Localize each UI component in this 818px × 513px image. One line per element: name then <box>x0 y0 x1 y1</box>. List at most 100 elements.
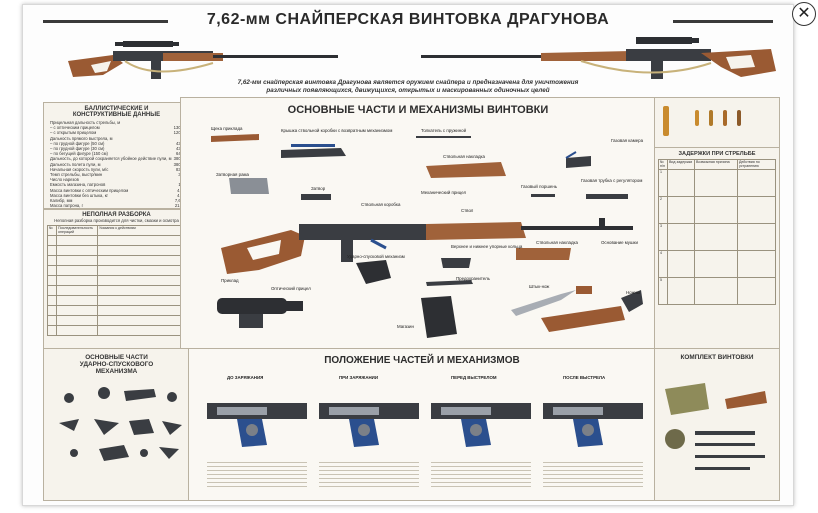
delays-row: 4 <box>658 250 776 278</box>
ballistics-row-value: 7,62 <box>174 198 183 204</box>
disassembly-row <box>47 235 186 247</box>
cartridge-icon <box>723 110 727 126</box>
rifle-illustration-right <box>421 37 776 79</box>
trigger-panel: ОСНОВНЫЕ ЧАСТИ УДАРНО-СПУСКОВОГО МЕХАНИЗ… <box>43 348 190 501</box>
trigger-title-1: ОСНОВНЫЕ ЧАСТИ <box>85 354 148 361</box>
ballistics-row-label: Емкость магазина, патронов <box>50 182 106 188</box>
ballistics-row-label: – с открытым прицелом <box>50 130 97 136</box>
position-state-label: ПОСЛЕ ВЫСТРЕЛА <box>563 375 606 380</box>
label-barrel-cover: Ствольная накладка <box>443 154 485 159</box>
ballistics-row: – по бегущей фигуре (150 см)640 <box>50 151 183 156</box>
delays-row: 5 <box>658 277 776 305</box>
delays-col-action: Действия по устранению <box>737 159 776 170</box>
close-icon[interactable]: ✕ <box>792 2 816 26</box>
disassembly-cell <box>56 245 98 257</box>
label-pusher-rod: Толкатель с пружиной <box>421 128 467 133</box>
ballistics-title: БАЛЛИСТИЧЕСКИЕ И КОНСТРУКТИВНЫЕ ДАННЫЕ <box>44 106 189 118</box>
ballistics-row-label: Масса винтовки без штыка, кг <box>50 192 109 198</box>
position-state-label: ДО ЗАРЯЖАНИЯ <box>227 375 264 380</box>
delays-row: 3 <box>658 223 776 251</box>
delays-cell: 5 <box>658 277 668 305</box>
disassembly-cell <box>47 305 57 317</box>
label-handguard: Ствольная накладка <box>536 240 578 245</box>
delays-cell <box>694 277 738 305</box>
disassembly-cell <box>97 305 186 317</box>
label-mechanical-sight: Механический прицел <box>421 190 467 195</box>
ballistics-row-value: 640 <box>176 151 183 156</box>
position-state-label: ПРИ ЗАРЯЖАНИИ <box>339 375 378 380</box>
disassembly-cell <box>56 235 98 247</box>
disassembly-subtitle: Неполная разборка производится для чистк… <box>54 218 179 223</box>
label-bolt-frame: Затворная рама <box>216 172 249 177</box>
ballistics-row-value: 21,8 <box>174 203 183 209</box>
disassembly-cell <box>56 295 98 307</box>
ballistics-rows: Прицельная дальность стрельбы, м– с опти… <box>50 120 183 219</box>
main-parts-panel: ОСНОВНЫЕ ЧАСТИ И МЕХАНИЗМЫ ВИНТОВКИ <box>180 97 656 350</box>
intro-text: 7,62-мм снайперская винтовка Драгунова я… <box>218 79 598 95</box>
disassembly-cell <box>47 255 57 267</box>
disassembly-col-notes: Указания к действиям <box>97 225 186 237</box>
disassembly-body <box>47 235 186 337</box>
ballistics-row-label: Дальность, до которой сохраняется убойно… <box>50 156 172 162</box>
disassembly-cell <box>97 265 186 277</box>
disassembly-cell <box>56 255 98 267</box>
ballistics-row-label: Прицельная дальность стрельбы, м <box>50 120 121 125</box>
delays-cell: 1 <box>658 169 668 197</box>
position-state-text <box>207 459 307 489</box>
disassembly-cell <box>47 235 57 247</box>
disassembly-cell <box>56 285 98 297</box>
delays-cell <box>667 277 695 305</box>
delays-cell <box>737 277 776 305</box>
disassembly-cell <box>56 275 98 287</box>
disassembly-col-num: № <box>47 225 57 237</box>
delays-cell <box>694 169 738 197</box>
position-state-text <box>543 459 643 489</box>
label-sheath: Ножны <box>626 290 641 295</box>
delays-cell <box>694 250 738 278</box>
ballistics-row-label: – по грудной фигуре (30 см) <box>50 146 105 152</box>
delays-row: 2 <box>658 196 776 224</box>
delays-cell <box>737 169 776 197</box>
delays-title: ЗАДЕРЖКИ ПРИ СТРЕЛЬБЕ <box>678 151 756 157</box>
label-gas-piston: Газовый поршень <box>521 184 558 189</box>
positions-title: ПОЛОЖЕНИЕ ЧАСТЕЙ И МЕХАНИЗМОВ <box>324 355 520 366</box>
title-rule-left <box>43 20 168 23</box>
disassembly-row <box>47 255 186 267</box>
ballistics-row-value: 3800 <box>173 161 183 167</box>
delays-cell <box>667 196 695 224</box>
position-state-text <box>319 459 419 489</box>
ballistics-row-label: Дальность прямого выстрела, м <box>50 135 113 141</box>
position-state-diagram <box>431 403 531 447</box>
intro-line-1: 7,62-мм снайперская винтовка Драгунова я… <box>237 79 579 86</box>
label-trigger: Ударно-спусковой механизм <box>347 254 405 259</box>
disassembly-cell <box>47 325 57 337</box>
kit-diagram <box>665 383 767 470</box>
disassembly-row <box>47 295 186 307</box>
ballistics-row: Дальность, до которой сохраняется убойно… <box>50 156 183 161</box>
disassembly-cell <box>47 295 57 307</box>
kit-title: КОМПЛЕКТ ВИНТОВКИ <box>680 354 754 361</box>
ballistics-row: – по грудной фигуре (30 см)430 <box>50 146 183 151</box>
positions-panel: ПОЛОЖЕНИЕ ЧАСТЕЙ И МЕХАНИЗМОВ ДО ЗАРЯЖАН… <box>188 348 656 501</box>
label-rings: Верхнее и нижнее упорные кольца <box>451 244 523 249</box>
ballistics-row-value: 430 <box>176 141 183 146</box>
disassembly-row <box>47 265 186 277</box>
disassembly-cell <box>97 275 186 287</box>
label-stock: Приклад <box>221 278 239 283</box>
label-stock-cheek: Щека приклада <box>211 126 243 131</box>
disassembly-cell <box>56 315 98 327</box>
ballistics-row-label: Начальная скорость пули, м/с <box>50 166 109 172</box>
cartridges-panel <box>654 97 780 149</box>
disassembly-col-ops: Последовательность операций <box>56 225 98 237</box>
disassembly-title: НЕПОЛНАЯ РАЗБОРКА <box>82 212 151 218</box>
poster-image: 7,62-мм СНАЙПЕРСКАЯ ВИНТОВКА ДРАГУНОВА 7… <box>22 4 794 506</box>
delays-col-type: Вид задержки <box>667 159 695 170</box>
cartridge-icon <box>663 106 669 136</box>
delays-panel: ЗАДЕРЖКИ ПРИ СТРЕЛЬБЕ № п/п Вид задержки… <box>654 147 780 350</box>
delays-cell <box>667 223 695 251</box>
disassembly-cell <box>97 235 186 247</box>
delays-cell: 4 <box>658 250 668 278</box>
delays-row: 1 <box>658 169 776 197</box>
